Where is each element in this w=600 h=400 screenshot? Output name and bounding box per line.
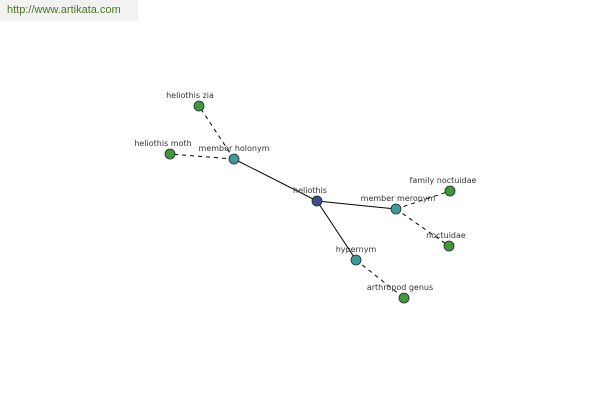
node-hypernym[interactable] [350, 254, 362, 266]
node-label-noctuidae: noctuidae [426, 231, 466, 240]
node-label-member-holonym: member holonym [198, 144, 269, 153]
nodes-layer [164, 100, 456, 304]
edge-member-meronym-to-noctuidae [395, 208, 450, 247]
node-heliothis-zia[interactable] [193, 100, 205, 112]
edge-member-holonym-to-heliothis-zia [198, 105, 235, 160]
node-family-noctuidae[interactable] [444, 185, 456, 197]
edge-heliothis-to-member-meronym [316, 200, 397, 210]
node-label-family-noctuidae: family noctuidae [410, 176, 477, 185]
node-noctuidae[interactable] [443, 240, 455, 252]
edge-heliothis-to-member-holonym [233, 158, 318, 202]
node-label-heliothis-zia: heliothis zia [166, 91, 214, 100]
edge-hypernym-to-arthropod-genus [355, 259, 405, 299]
node-arthropod-genus[interactable] [398, 292, 410, 304]
node-heliothis[interactable] [311, 195, 323, 207]
site-url-link[interactable]: http://www.artikata.com [7, 4, 121, 16]
node-member-holonym[interactable] [228, 153, 240, 165]
edge-member-meronym-to-family-noctuidae [395, 190, 451, 210]
node-heliothis-moth[interactable] [164, 148, 176, 160]
node-label-heliothis: heliothis [293, 186, 327, 195]
edge-member-holonym-to-heliothis-moth [169, 153, 235, 160]
node-label-heliothis-moth: heliothis moth [134, 139, 191, 148]
node-member-meronym[interactable] [390, 203, 402, 215]
labels-layer: heliothis member holonym member meronym hyp… [134, 91, 476, 292]
node-label-member-meronym: member meronym [361, 194, 436, 203]
node-label-hypernym: hypernym [336, 245, 377, 254]
edges-layer [169, 105, 451, 299]
node-label-arthropod-genus: arthropod genus [367, 283, 433, 292]
site-link-bar: http://www.artikata.com [0, 0, 138, 21]
edge-heliothis-to-hypernym [316, 200, 357, 261]
